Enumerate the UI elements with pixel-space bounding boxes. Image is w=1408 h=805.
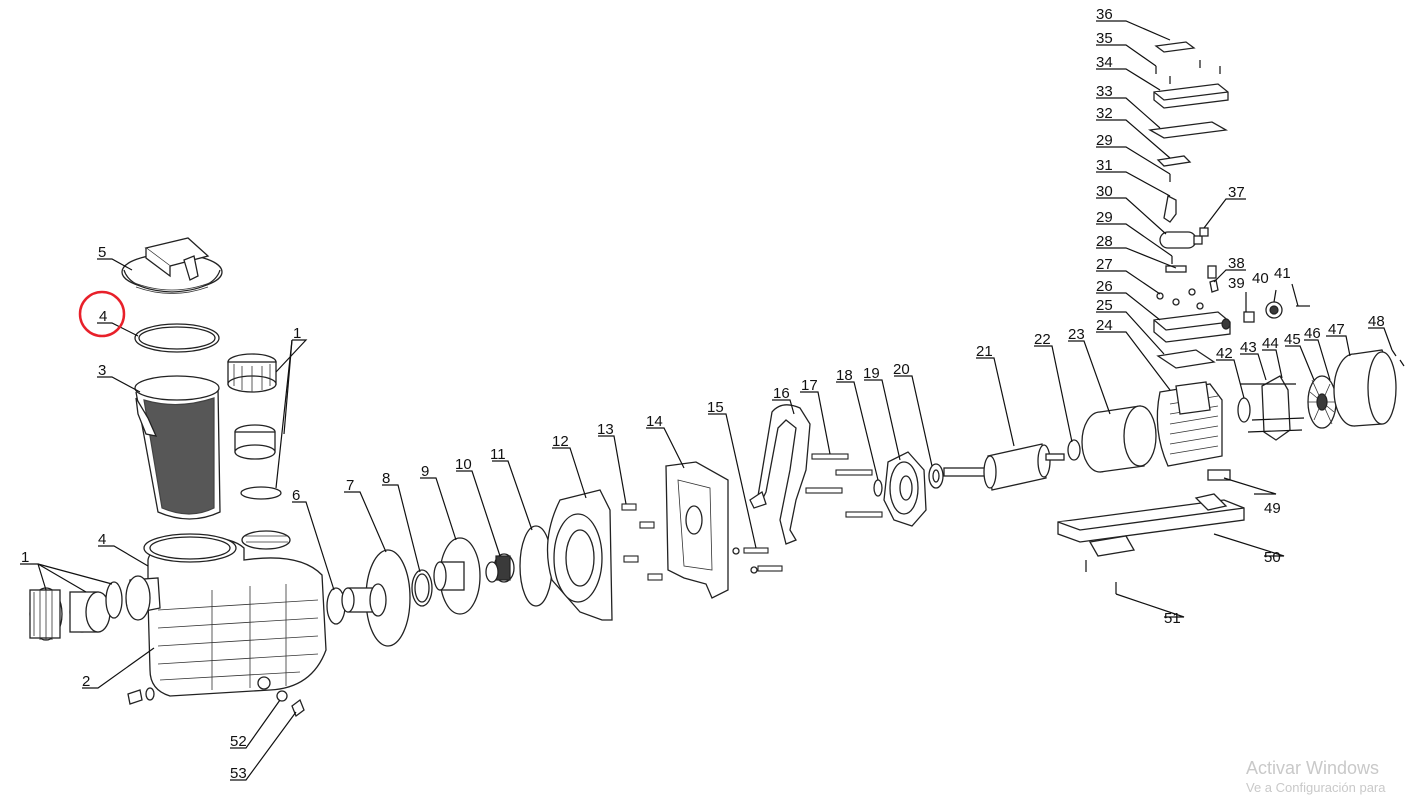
label-38: 38	[1228, 255, 1245, 272]
part-union-vertical	[227, 353, 282, 500]
label-45: 45	[1284, 331, 1301, 348]
part-handle	[749, 404, 811, 545]
part-terminal-box	[1153, 311, 1231, 343]
label-13: 13	[597, 421, 614, 438]
part-rotor	[943, 443, 1065, 491]
label-27: 27	[1096, 256, 1113, 273]
label-10: 10	[455, 456, 472, 473]
label-29-bottom: 29	[1096, 209, 1113, 226]
part-screws	[1155, 60, 1221, 264]
label-39: 39	[1228, 275, 1245, 292]
part-cover-gasket	[1147, 121, 1229, 139]
label-22: 22	[1034, 331, 1051, 348]
label-23: 23	[1068, 326, 1085, 343]
part-pump-housing	[125, 530, 327, 697]
label-16: 16	[773, 385, 790, 402]
label-50: 50	[1264, 549, 1281, 566]
watermark-subtitle: Ve a Configuración para	[1246, 780, 1386, 795]
part-stator	[1081, 405, 1157, 473]
part-terminal-hardware	[1156, 265, 1217, 310]
label-4-top: 4	[99, 308, 107, 325]
label-9: 9	[421, 463, 429, 480]
label-24: 24	[1096, 317, 1113, 334]
part-fan	[1307, 375, 1337, 429]
label-8: 8	[382, 470, 390, 487]
label-44: 44	[1262, 335, 1279, 352]
label-14: 14	[646, 413, 663, 430]
label-36: 36	[1096, 6, 1113, 23]
label-17: 17	[801, 377, 818, 394]
part-bracket	[665, 461, 729, 599]
label-49: 49	[1264, 500, 1281, 517]
part-rear-end-shield	[1240, 375, 1305, 441]
label-28: 28	[1096, 233, 1113, 250]
part-fan-cover	[1333, 349, 1397, 427]
part-terminal-gasket	[1156, 349, 1216, 369]
label-4-bottom: 4	[98, 531, 106, 548]
label-6: 6	[292, 487, 300, 504]
part-labels: 36 35 34 33 32 29 31 30 37 29 28 38 27 3…	[21, 6, 1385, 782]
label-51: 51	[1164, 610, 1181, 627]
part-motor-housing	[1156, 381, 1223, 467]
label-35: 35	[1096, 30, 1113, 47]
label-20: 20	[893, 361, 910, 378]
part-bolts-13	[621, 503, 663, 581]
label-25: 25	[1096, 297, 1113, 314]
part-base	[1057, 469, 1245, 557]
highlight-circle	[78, 290, 126, 338]
part-small-accessories	[1199, 227, 1310, 323]
label-12: 12	[552, 433, 569, 450]
label-26: 26	[1096, 278, 1113, 295]
label-2: 2	[82, 673, 90, 690]
label-41: 41	[1274, 265, 1291, 282]
label-40: 40	[1252, 270, 1269, 287]
label-43: 43	[1240, 339, 1257, 356]
label-30: 30	[1096, 183, 1113, 200]
label-15: 15	[707, 399, 724, 416]
label-1-top: 1	[293, 325, 301, 342]
label-21: 21	[976, 343, 993, 360]
part-union-horizontal	[29, 581, 123, 641]
label-37: 37	[1228, 184, 1245, 201]
part-seal-plate	[546, 489, 613, 621]
part-diffuser	[341, 549, 411, 647]
parts-drawings	[29, 41, 1405, 718]
part-front-end-shield	[883, 451, 927, 527]
label-46: 46	[1304, 325, 1321, 342]
label-33: 33	[1096, 83, 1113, 100]
label-48: 48	[1368, 313, 1385, 330]
label-53: 53	[230, 765, 247, 782]
part-cover	[1153, 83, 1229, 109]
label-5: 5	[98, 244, 106, 261]
watermark-title: Activar Windows	[1246, 758, 1380, 778]
leader-lines	[20, 20, 1393, 781]
windows-activation-watermark: Activar Windows Ve a Configuración para	[1246, 757, 1385, 797]
part-impeller	[433, 537, 481, 615]
part-lid	[121, 237, 223, 294]
label-3: 3	[98, 362, 106, 379]
label-47: 47	[1328, 321, 1345, 338]
label-29-top: 29	[1096, 132, 1113, 149]
part-bolts-15	[732, 547, 783, 574]
label-18: 18	[836, 367, 853, 384]
label-11: 11	[490, 446, 506, 463]
label-1-left: 1	[21, 549, 29, 566]
part-nameplate	[1154, 41, 1196, 53]
label-19: 19	[863, 365, 880, 382]
part-basket	[134, 375, 221, 520]
part-capacitor	[1159, 195, 1203, 249]
label-42: 42	[1216, 345, 1233, 362]
part-mechanical-seal	[485, 553, 515, 583]
label-7: 7	[346, 477, 354, 494]
label-52: 52	[230, 733, 247, 750]
part-bolts-17	[805, 453, 883, 518]
label-31: 31	[1096, 157, 1113, 174]
label-32: 32	[1096, 105, 1113, 122]
label-34: 34	[1096, 54, 1113, 71]
